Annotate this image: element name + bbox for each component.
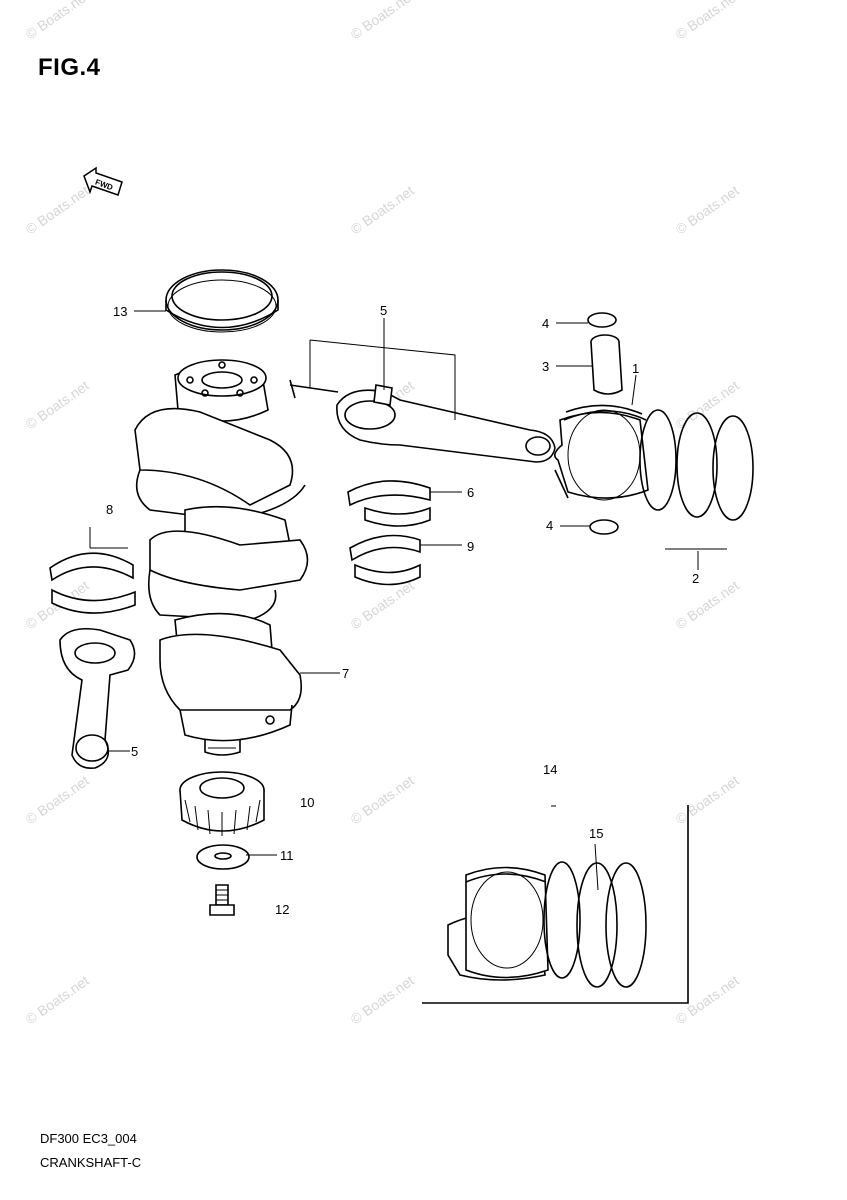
callout-9: 9 xyxy=(467,539,475,554)
watermark-text: © Boats.net xyxy=(673,182,742,237)
callout-2: 2 xyxy=(692,571,700,586)
watermark-text: © Boats.net xyxy=(23,377,92,432)
watermark-text: © Boats.net xyxy=(348,0,417,42)
callout-10: 10 xyxy=(300,795,315,810)
watermark-text: © Boats.net xyxy=(673,577,742,632)
figure-title: FIG.4 xyxy=(38,54,101,81)
watermark-text: © Boats.net xyxy=(673,772,742,827)
callout-11: 11 xyxy=(280,848,294,863)
piston-pin-3 xyxy=(590,334,623,395)
bolt-12 xyxy=(209,884,235,916)
connecting-rod-5-lower xyxy=(59,627,136,770)
watermark-text: © Boats.net xyxy=(348,577,417,632)
piston-rings-2 xyxy=(639,409,754,550)
diagram-name: CRANKSHAFT-C xyxy=(40,1155,142,1170)
callout-12: 12 xyxy=(275,902,290,917)
callout-5-lower: 5 xyxy=(131,744,139,759)
callout-3: 3 xyxy=(542,359,550,374)
watermark-text: © Boats.net xyxy=(23,772,92,827)
callout-14: 14 xyxy=(543,762,558,777)
fwd-arrow-icon: FWD xyxy=(83,166,123,196)
oil-seal-13 xyxy=(165,269,279,333)
callout-5-upper: 5 xyxy=(380,303,388,318)
piston-1 xyxy=(554,404,649,501)
diagram-code: DF300 EC3_004 xyxy=(40,1131,137,1146)
watermark-text: © Boats.net xyxy=(348,182,417,237)
watermark-text: © Boats.net xyxy=(673,972,742,1027)
callout-4-bottom: 4 xyxy=(546,518,554,533)
bearing-8 xyxy=(49,527,136,614)
callout-13: 13 xyxy=(113,304,128,319)
piston-set-14 xyxy=(422,805,689,1004)
circlip-4-top xyxy=(587,312,617,328)
washer-11 xyxy=(196,844,250,870)
watermark-text: © Boats.net xyxy=(23,972,92,1027)
callout-8: 8 xyxy=(106,502,114,517)
callout-1: 1 xyxy=(632,361,640,376)
connecting-rod-5-upper xyxy=(289,379,556,463)
watermark-text: © Boats.net xyxy=(673,377,742,432)
leader-lines xyxy=(108,310,699,891)
watermark-text: © Boats.net xyxy=(23,0,92,42)
watermark-text: © Boats.net xyxy=(348,772,417,827)
callout-7: 7 xyxy=(342,666,350,681)
watermark-text: © Boats.net xyxy=(673,0,742,42)
circlip-4-bottom xyxy=(589,519,619,535)
bearing-9 xyxy=(349,534,421,586)
bearing-6 xyxy=(347,480,431,527)
watermark-text: © Boats.net xyxy=(23,182,92,237)
callout-4-top: 4 xyxy=(542,316,550,331)
callout-15: 15 xyxy=(589,826,604,841)
crankshaft-7 xyxy=(134,359,309,756)
callout-6: 6 xyxy=(467,485,475,500)
watermark-text: © Boats.net xyxy=(348,972,417,1027)
gear-10 xyxy=(179,771,265,836)
